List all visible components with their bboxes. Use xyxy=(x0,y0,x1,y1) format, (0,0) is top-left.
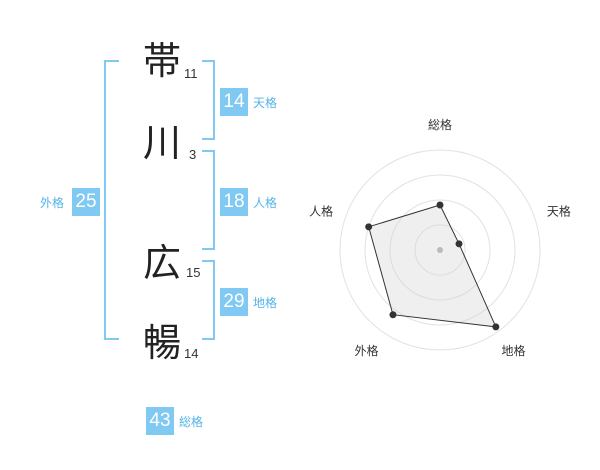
jinkaku-value: 18 xyxy=(220,188,248,216)
gaikaku-value: 25 xyxy=(72,188,100,216)
name-char-4: 暢 xyxy=(143,321,182,365)
stroke-count-2: 3 xyxy=(189,147,197,162)
jinkaku-bracket xyxy=(202,150,215,250)
radar-axis-label-2: 天格 xyxy=(547,203,571,218)
jinkaku-label: 人格 xyxy=(253,196,278,210)
radar-ring-1 xyxy=(414,224,466,276)
soukaku-value: 43 xyxy=(146,407,174,435)
radar-point-2 xyxy=(455,240,463,248)
radar-ring-3 xyxy=(364,174,516,326)
gaikaku-label: 外格 xyxy=(40,196,65,210)
name-char-3: 広 xyxy=(143,241,182,285)
soukaku-label: 総格 xyxy=(179,415,204,429)
tenkaku-value: 14 xyxy=(220,88,248,116)
radar-area xyxy=(368,204,497,328)
name-char-2: 川 xyxy=(143,121,182,165)
chikaku-label: 地格 xyxy=(253,296,278,310)
radar-axis-label-1: 総格 xyxy=(428,117,452,132)
tenkaku-bracket xyxy=(202,60,215,140)
radar-point-4 xyxy=(389,311,397,319)
stroke-count-3: 15 xyxy=(186,265,201,280)
radar-axis-label-4: 外格 xyxy=(355,343,379,358)
tenkaku-label: 天格 xyxy=(253,96,278,110)
radar-axis-label-3: 地格 xyxy=(501,343,525,358)
radar-axis-label-5: 人格 xyxy=(309,203,333,218)
name-char-1: 帯 xyxy=(143,39,182,83)
gaikaku-bracket xyxy=(104,60,119,340)
radar-point-5 xyxy=(365,223,373,231)
stroke-count-1: 11 xyxy=(184,66,198,81)
chikaku-bracket xyxy=(202,260,215,340)
radar-center xyxy=(437,247,443,253)
chikaku-value: 29 xyxy=(220,288,248,316)
stroke-count-4: 14 xyxy=(184,346,199,361)
radar-ring-4 xyxy=(339,149,541,351)
radar-point-1 xyxy=(436,201,444,209)
radar-ring-2 xyxy=(389,199,491,301)
radar-point-3 xyxy=(492,323,500,331)
